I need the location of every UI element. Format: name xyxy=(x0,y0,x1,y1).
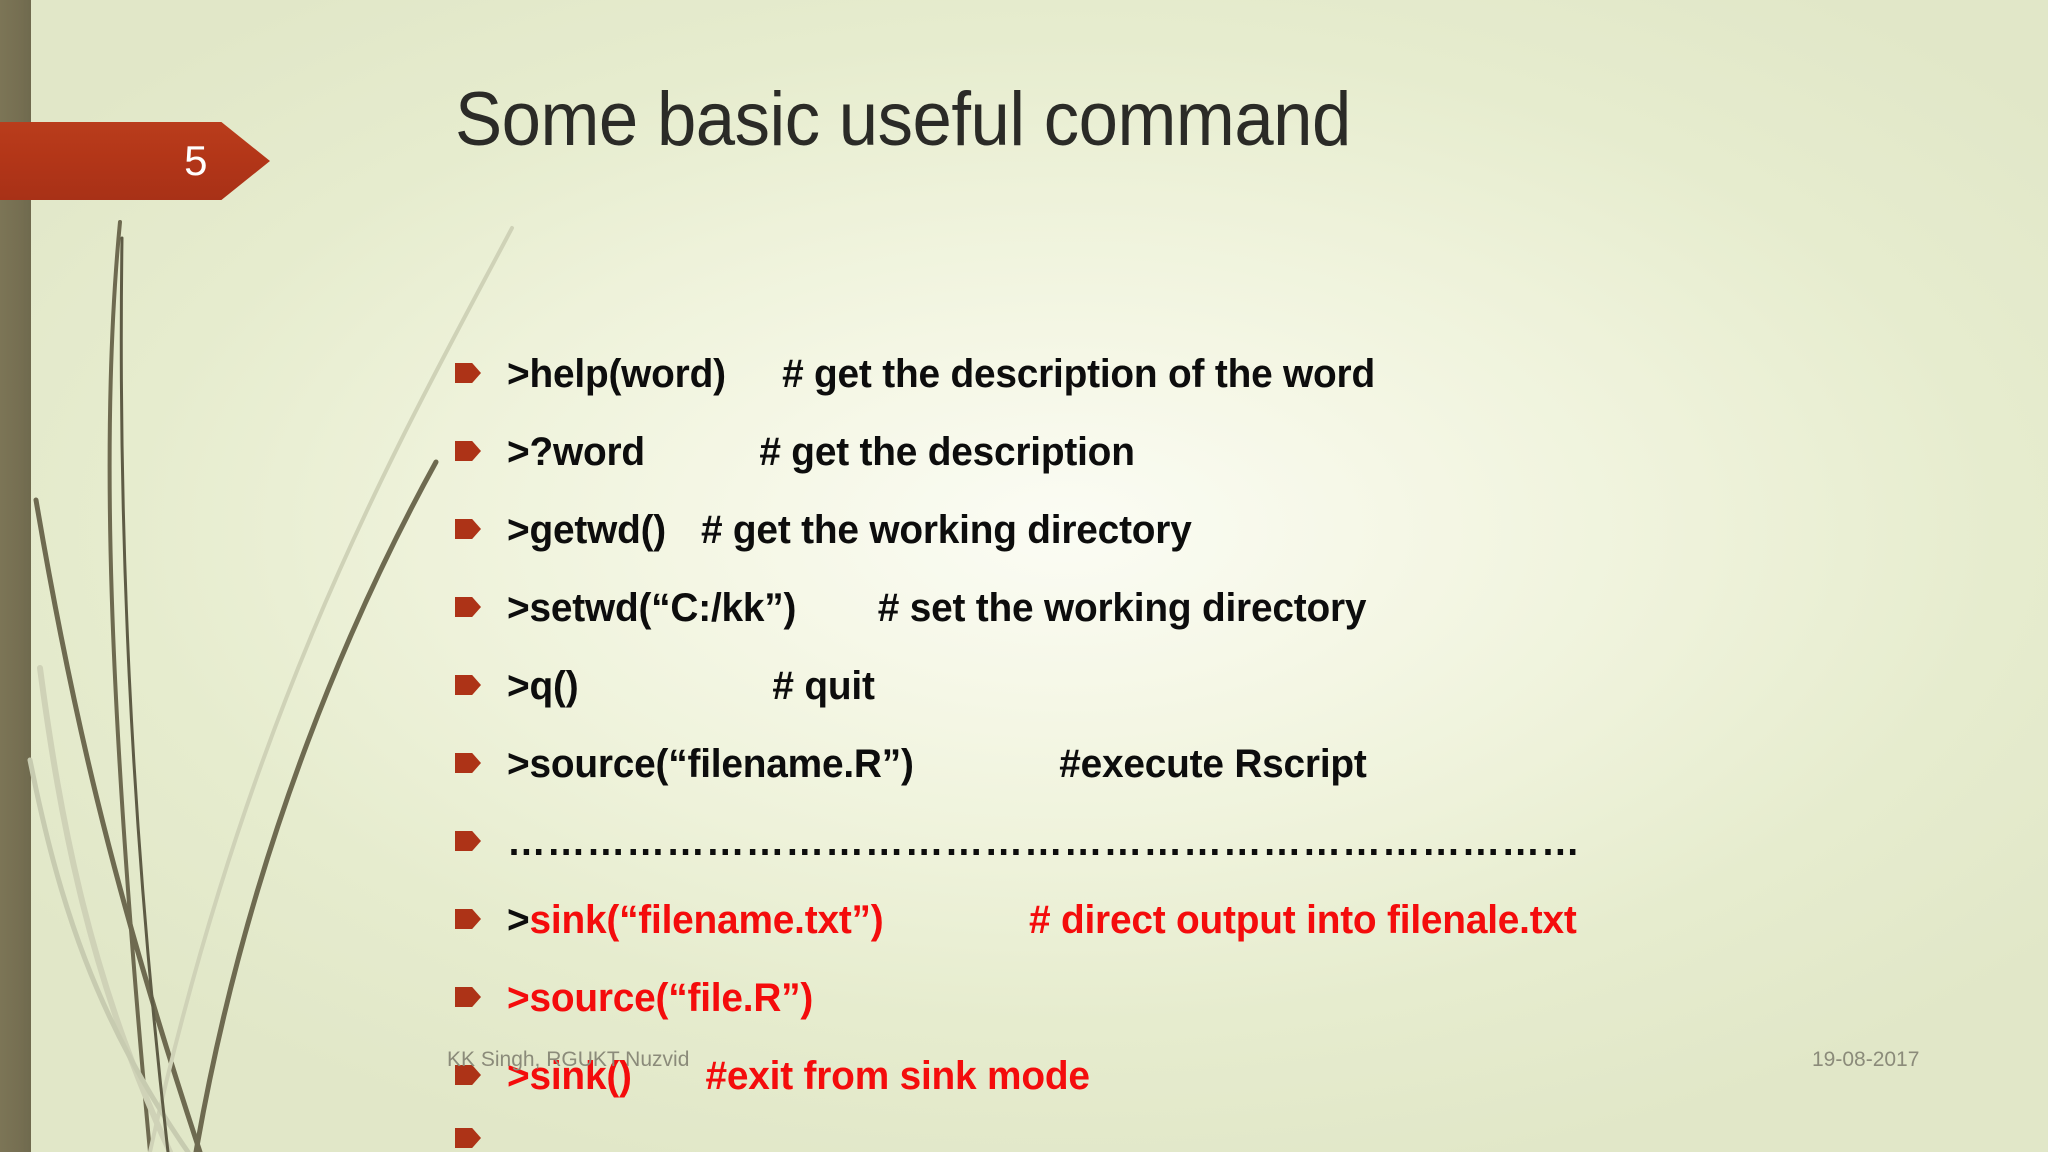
bullet-line: >setwd(“C:/kk”) # set the working directo… xyxy=(455,586,2015,664)
arrow-pentagon-bullet-icon xyxy=(455,441,481,461)
bullet-line-text: ……………………………………………………………………… xyxy=(507,820,1581,865)
comment-text: # get the description of the word xyxy=(782,352,1375,396)
bullet-line-text: >source(“file.R”) xyxy=(507,976,813,1021)
bullet-line-text: >source(“filename.R”) #execute Rscript xyxy=(507,742,1367,787)
arrow-pentagon-bullet-icon xyxy=(455,753,481,773)
dotted-separator: ……………………………………………………………………… xyxy=(507,820,1581,864)
arrow-pentagon-bullet-icon xyxy=(455,987,481,1007)
command-text: >setwd(“C:/kk”) xyxy=(507,586,797,630)
prompt-symbol: > xyxy=(507,898,530,942)
arrow-pentagon-bullet-icon xyxy=(455,909,481,929)
slide-number-banner: 5 xyxy=(0,122,270,200)
bullet-line-text: >?word # get the description xyxy=(507,430,1135,475)
arrow-pentagon-bullet-icon xyxy=(455,1128,481,1148)
bullet-line: >q() # quit xyxy=(455,664,2015,742)
bullet-line-text: >q() # quit xyxy=(507,664,875,709)
bullet-line-partial xyxy=(455,1128,2015,1152)
command-text: >sink(“filename.txt”) xyxy=(507,898,884,942)
footer-author: KK Singh, RGUKT Nuzvid xyxy=(447,1048,690,1071)
bullet-list: >help(word) # get the description of the … xyxy=(455,352,2015,1152)
bullet-line: >help(word) # get the description of the … xyxy=(455,352,2015,430)
bullet-line: >sink() #exit from sink mode xyxy=(455,1054,2015,1132)
comment-text: #execute Rscript xyxy=(1059,742,1367,786)
slide-title: Some basic useful command xyxy=(455,77,1351,162)
command-text: >help(word) xyxy=(507,352,726,396)
bullet-line: >source(“filename.R”) #execute Rscript xyxy=(455,742,2015,820)
bullet-line: >sink(“filename.txt”) # direct output int… xyxy=(455,898,2015,976)
comment-text: # get the description xyxy=(759,430,1135,474)
arrow-pentagon-bullet-icon xyxy=(455,831,481,851)
bullet-line-text: >setwd(“C:/kk”) # set the working directo… xyxy=(507,586,1366,631)
bullet-line-text: >sink(“filename.txt”) # direct output int… xyxy=(507,898,1577,943)
bullet-line-text: >help(word) # get the description of the … xyxy=(507,352,1375,397)
footer-date: 19-08-2017 xyxy=(1812,1048,1920,1071)
command-text: >getwd() xyxy=(507,508,667,552)
bullet-line: >getwd() # get the working directory xyxy=(455,508,2015,586)
arrow-pentagon-bullet-icon xyxy=(455,597,481,617)
arrow-pentagon-bullet-icon xyxy=(455,519,481,539)
bullet-line: >?word # get the description xyxy=(455,430,2015,508)
banner-arrow-shape xyxy=(0,122,270,200)
comment-text: # set the working directory xyxy=(877,586,1367,630)
bullet-line: >source(“file.R”) xyxy=(455,976,2015,1054)
comment-text: # direct output into filenale.txt xyxy=(1028,898,1577,942)
arrow-pentagon-bullet-icon xyxy=(455,1065,481,1085)
command-text: >source(“file.R”) xyxy=(507,976,814,1020)
comment-text: #exit from sink mode xyxy=(705,1054,1090,1098)
comment-text: # quit xyxy=(772,664,875,708)
slide-number: 5 xyxy=(184,137,208,184)
arrow-pentagon-bullet-icon xyxy=(455,363,481,383)
bullet-line-text: >sink() #exit from sink mode xyxy=(507,1054,1090,1099)
command-text: >?word xyxy=(507,430,645,474)
arrow-pentagon-bullet-icon xyxy=(455,675,481,695)
command-text: >q() xyxy=(507,664,579,708)
bullet-line: ……………………………………………………………………… xyxy=(455,820,2015,898)
comment-text: # get the working directory xyxy=(700,508,1192,552)
bullet-line-text: >getwd() # get the working directory xyxy=(507,508,1192,553)
command-text: >sink() xyxy=(507,1054,632,1098)
command-text: >source(“filename.R”) xyxy=(507,742,914,786)
